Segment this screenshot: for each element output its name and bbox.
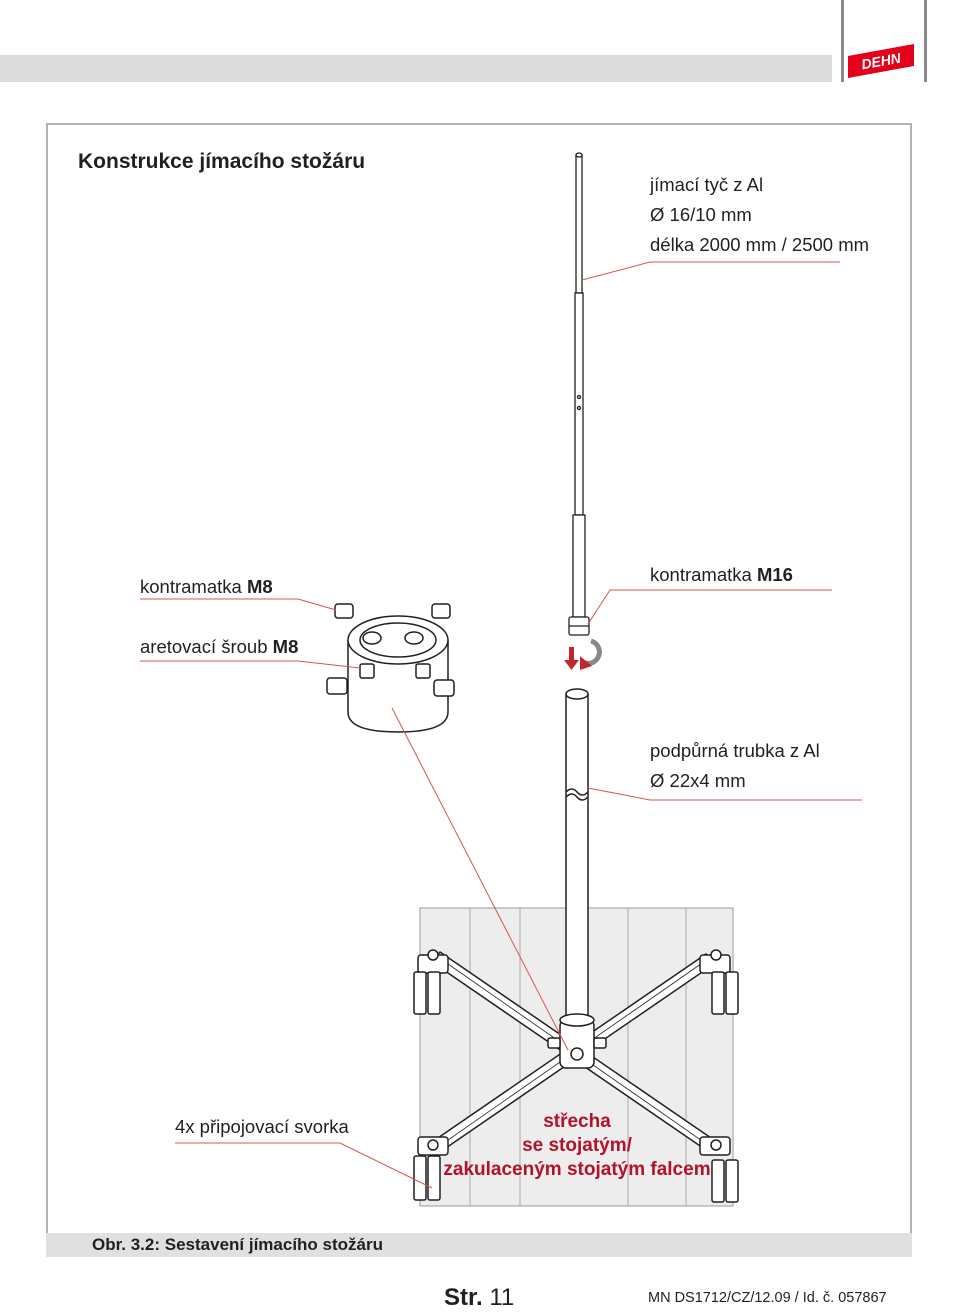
dehn-logo: DEHN <box>848 44 914 78</box>
support-tube-label: podpůrná trubka z Al Ø 22x4 mm <box>650 736 820 796</box>
rod-label: jímací tyč z Al Ø 16/10 mm délka 2000 mm… <box>650 170 869 260</box>
clamp-top-left <box>413 949 441 1015</box>
roof-label-line-1: střecha <box>543 1111 611 1132</box>
screw-m8-size: M8 <box>272 636 299 657</box>
screw-m8-text: aretovací šroub <box>140 636 273 657</box>
page-number-value: 11 <box>489 1284 515 1311</box>
locknut-m16-label: kontramatka M16 <box>650 560 793 590</box>
roof-label-line-3: zakulaceným stojatým falcem <box>443 1159 711 1180</box>
support-tube-label-line-2: Ø 22x4 mm <box>650 770 746 791</box>
rod-label-line-2: Ø 16/10 mm <box>650 204 752 225</box>
clamp-top-right <box>710 949 739 1015</box>
locknut-m8-label: kontramatka M8 <box>140 572 273 602</box>
assembly-arrows-icon <box>564 638 602 670</box>
clamp-bottom-right <box>710 1139 739 1203</box>
page-prefix: Str. <box>444 1284 483 1311</box>
locknut-m8-size: M8 <box>246 576 273 597</box>
roof-label: střecha se stojatým/ zakulaceným stojatý… <box>441 1110 713 1182</box>
locknut-m8-text: kontramatka <box>140 576 247 597</box>
locknut-m16-text: kontramatka <box>650 564 757 585</box>
clamps-label: 4x připojovací svorka <box>175 1116 349 1137</box>
figure-caption: Obr. 3.2: Sestavení jímacího stožáru <box>92 1235 383 1254</box>
support-tube <box>565 688 589 1021</box>
page-number: Str. 11 <box>444 1284 514 1312</box>
support-tube-label-line-1: podpůrná trubka z Al <box>650 740 820 761</box>
roof-label-line-2: se stojatým/ <box>522 1135 632 1156</box>
caption-bar <box>46 1233 912 1257</box>
document-id: MN DS1712/CZ/12.09 / Id. č. 057867 <box>648 1290 887 1306</box>
m8-locking-hub <box>326 603 455 733</box>
base-hub <box>547 1013 607 1069</box>
rod-label-line-3: délka 2000 mm / 2500 mm <box>650 234 870 255</box>
leader-lines <box>140 261 862 1189</box>
screw-m8-label: aretovací šroub M8 <box>140 632 298 662</box>
air-termination-rod <box>568 152 590 636</box>
svg-text:DEHN: DEHN <box>860 50 903 73</box>
locknut-m16-size: M16 <box>756 564 793 585</box>
page-title: Konstrukce jímacího stožáru <box>78 150 366 173</box>
rod-label-line-1: jímací tyč z Al <box>650 174 764 195</box>
header-band <box>0 55 832 82</box>
clamp-bottom-left <box>413 1139 441 1201</box>
